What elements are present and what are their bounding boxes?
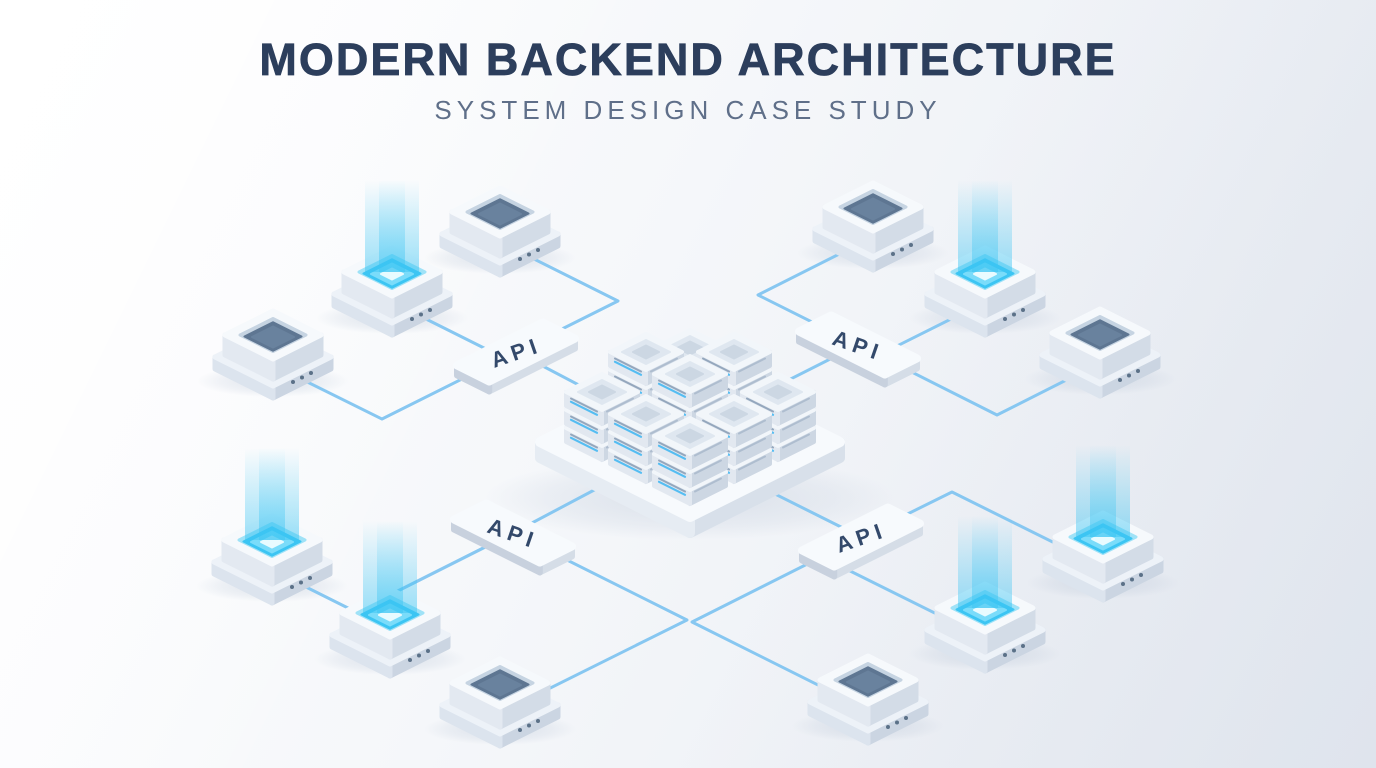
led-dot	[410, 317, 414, 321]
led-dot	[536, 248, 540, 252]
led-dot	[1118, 378, 1122, 382]
led-dot	[895, 720, 899, 725]
led-dot	[891, 252, 895, 256]
led-dot	[527, 252, 531, 257]
led-dot	[1012, 312, 1016, 317]
led-dot	[1021, 644, 1025, 648]
led-dot	[426, 649, 430, 653]
led-dot	[1136, 369, 1140, 373]
led-dot	[309, 371, 313, 375]
device-bottom-right-3	[1042, 445, 1164, 603]
led-dot	[299, 580, 303, 585]
led-dot	[1130, 577, 1134, 582]
device-bottom-right-2	[924, 516, 1046, 674]
led-dot	[518, 257, 522, 261]
led-dot	[408, 658, 412, 662]
led-dot	[909, 243, 913, 247]
led-dot	[1003, 653, 1007, 657]
led-dot	[417, 653, 421, 658]
api-badge-top-left: API	[452, 318, 580, 395]
led-dot	[1021, 308, 1025, 312]
server-tower	[652, 416, 728, 506]
page-title: MODERN BACKEND ARCHITECTURE	[259, 34, 1117, 86]
led-dot	[536, 719, 540, 723]
led-dot	[1127, 373, 1131, 378]
led-dot	[518, 728, 522, 732]
led-dot	[308, 576, 312, 580]
led-dot	[886, 725, 890, 729]
led-dot	[428, 308, 432, 312]
led-dot	[1003, 317, 1007, 321]
device-bottom-left-1	[211, 448, 333, 606]
led-dot	[291, 380, 295, 384]
page-subtitle: SYSTEM DESIGN CASE STUDY	[434, 95, 942, 125]
led-dot	[1012, 648, 1016, 653]
led-dot	[904, 716, 908, 720]
led-dot	[290, 585, 294, 589]
header: MODERN BACKEND ARCHITECTURE SYSTEM DESIG…	[0, 34, 1376, 126]
led-dot	[300, 375, 304, 380]
led-dot	[900, 247, 904, 252]
led-dot	[419, 312, 423, 317]
led-dot	[527, 723, 531, 728]
device-bottom-left-2	[329, 521, 451, 679]
led-dot	[1121, 582, 1125, 586]
api-badge-top-right: API	[794, 311, 922, 388]
led-dot	[1139, 573, 1143, 577]
